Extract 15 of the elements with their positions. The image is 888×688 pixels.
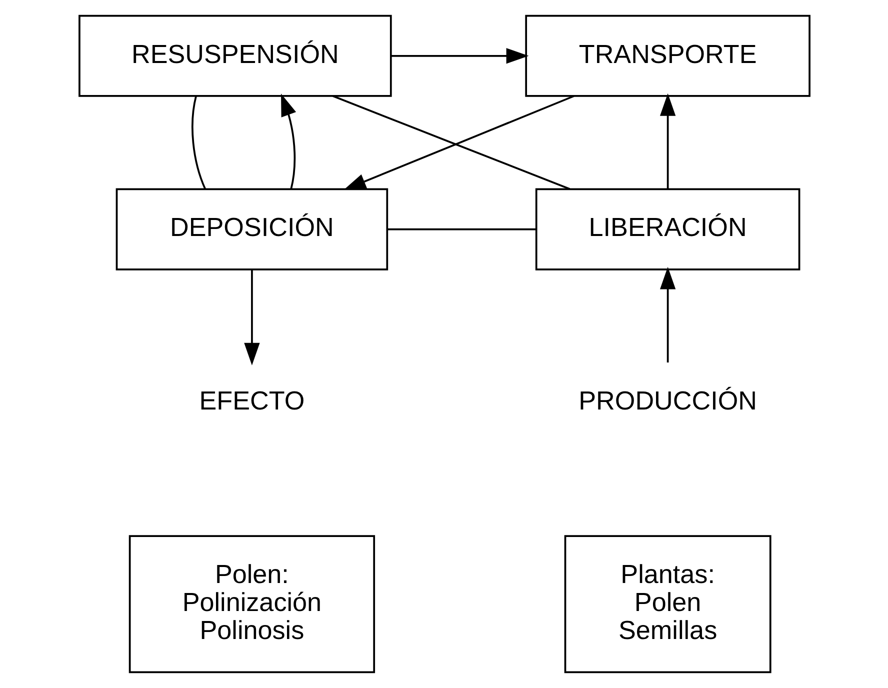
connector: [387, 228, 536, 230]
node-box: RESUSPENSIÓN: [78, 14, 392, 97]
node-box: DEPOSICIÓN: [115, 188, 388, 270]
node-box: Polen: Polinización Polinosis: [128, 535, 375, 674]
arrow: [659, 93, 676, 190]
connector: [191, 96, 206, 190]
node-box: TRANSPORTE: [524, 14, 810, 97]
arrow: [244, 270, 260, 366]
node-text: EFECTO: [198, 386, 304, 416]
arrow: [659, 266, 676, 363]
node-text: PRODUCCIÓN: [578, 386, 756, 416]
arrow: [280, 94, 296, 190]
node-box: LIBERACIÓN: [534, 188, 800, 270]
node-box: Plantas: Polen Semillas: [564, 535, 771, 674]
arrow: [391, 48, 528, 64]
